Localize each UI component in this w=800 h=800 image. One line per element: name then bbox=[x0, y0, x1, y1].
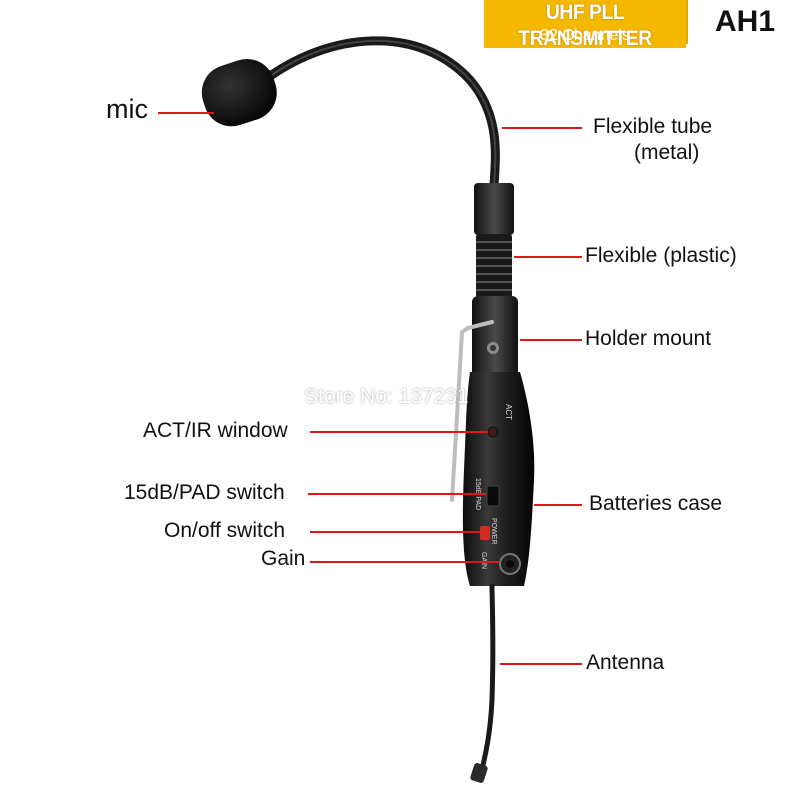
label-flexible-tube-metal: (metal) bbox=[634, 141, 700, 164]
product-banner: UHF PLL TRANSMITTER 32 Channels AH1 bbox=[484, 0, 800, 50]
leader-lines bbox=[158, 112, 582, 665]
label-mic: mic bbox=[106, 94, 148, 124]
antenna bbox=[477, 583, 496, 781]
label-holder-mount: Holder mount bbox=[585, 327, 712, 350]
marking-gain: GAIN bbox=[480, 552, 487, 569]
antenna-tip bbox=[470, 763, 488, 783]
holder-mount bbox=[450, 296, 518, 502]
model-number: AH1 bbox=[714, 5, 775, 38]
banner-model-panel: AH1 bbox=[686, 0, 800, 44]
pad-switch bbox=[486, 485, 500, 507]
marking-act: ACT bbox=[504, 404, 513, 420]
flexible-plastic-section bbox=[474, 183, 514, 298]
label-act-ir-window: ACT/IR window bbox=[143, 419, 288, 442]
marking-power: POWER bbox=[490, 518, 497, 544]
store-watermark: Store No: 137231 bbox=[304, 385, 469, 408]
banner-subtitle: 32 Channels bbox=[540, 27, 630, 44]
label-flexible-tube: Flexible tube bbox=[593, 115, 713, 138]
label-pad-switch: 15dB/PAD switch bbox=[124, 481, 285, 504]
label-antenna: Antenna bbox=[586, 651, 665, 674]
mic-foam bbox=[201, 59, 277, 127]
transmitter-body bbox=[462, 372, 535, 586]
label-gain: Gain bbox=[261, 547, 306, 570]
banner-yellow-panel: UHF PLL TRANSMITTER 32 Channels bbox=[484, 0, 686, 50]
label-batteries-case: Batteries case bbox=[589, 492, 723, 515]
label-on-off-switch: On/off switch bbox=[164, 519, 285, 542]
flexible-metal-tube bbox=[257, 36, 500, 190]
power-switch bbox=[480, 526, 490, 540]
banner-title: UHF PLL TRANSMITTER bbox=[518, 1, 652, 50]
act-ir-window bbox=[487, 426, 499, 438]
label-flexible-plastic: Flexible (plastic) bbox=[585, 244, 737, 267]
